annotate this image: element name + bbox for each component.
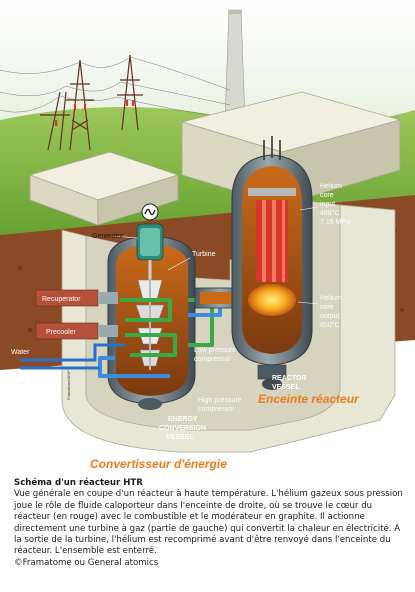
conversion-building — [28, 151, 180, 226]
label-low-pressure-0: Low pressure — [194, 347, 236, 354]
label-turbine: Turbine — [192, 251, 216, 258]
htr-reactor-diagram: Generator Turbine Recuperator Precooler … — [0, 0, 415, 471]
label-enceinte-reacteur: Enceinte réacteur — [258, 392, 360, 406]
label-high-pressure-0: High pressure — [198, 397, 242, 404]
label-low-pressure-1: compressor — [194, 356, 231, 363]
label-convertisseur-energie: Convertisseur d'énergie — [90, 457, 227, 471]
caption-copyright: ©Framatome ou General atomics — [14, 557, 159, 568]
figure-caption: Schéma d'un réacteur HTR Vue générale en… — [14, 478, 406, 569]
caption-body: Vue générale en coupe d'un réacteur à ha… — [14, 489, 403, 557]
label-helium-output-3: 850°C — [320, 321, 340, 329]
label-ecv-0: ENERGY — [168, 416, 198, 423]
label-helium-input-0: Helium — [320, 183, 342, 190]
power-lines — [0, 56, 231, 119]
label-helium-output-2: output — [320, 313, 340, 320]
label-helium-input-4: 7.15 MPa — [320, 219, 350, 226]
generator — [136, 223, 164, 280]
label-ecv-1: CONVERSION — [159, 425, 206, 432]
label-precooler: Precooler — [46, 329, 77, 336]
label-helium-input-3: 488°C — [320, 209, 340, 217]
label-reactor-vessel-1: VESSEL — [272, 384, 300, 391]
recuperator-box — [35, 289, 118, 307]
label-helium-output-0: Helium — [320, 295, 342, 302]
callout-lines — [111, 206, 319, 305]
water-pipe — [20, 343, 125, 370]
label-helium-output-1: core — [320, 304, 334, 311]
label-recuperator: Recuperator — [42, 296, 81, 303]
reactor-core — [248, 188, 296, 316]
precooler-box — [35, 322, 118, 340]
label-high-pressure-1: compressor — [198, 406, 235, 413]
label-reactor-vessel-0: REACTOR — [272, 375, 306, 382]
image-credit: Framatome/ANP — [66, 370, 71, 400]
label-helium-input-2: input — [320, 201, 335, 208]
label-helium-input-1: core — [320, 192, 334, 199]
label-generator: Generator — [92, 233, 124, 240]
electricity-icon — [141, 203, 159, 221]
label-ecv-2: VESSEL — [166, 434, 194, 441]
caption-title: Schéma d'un réacteur HTR — [14, 478, 143, 488]
label-water: Water — [11, 349, 30, 356]
pylon-stripes — [54, 100, 135, 126]
